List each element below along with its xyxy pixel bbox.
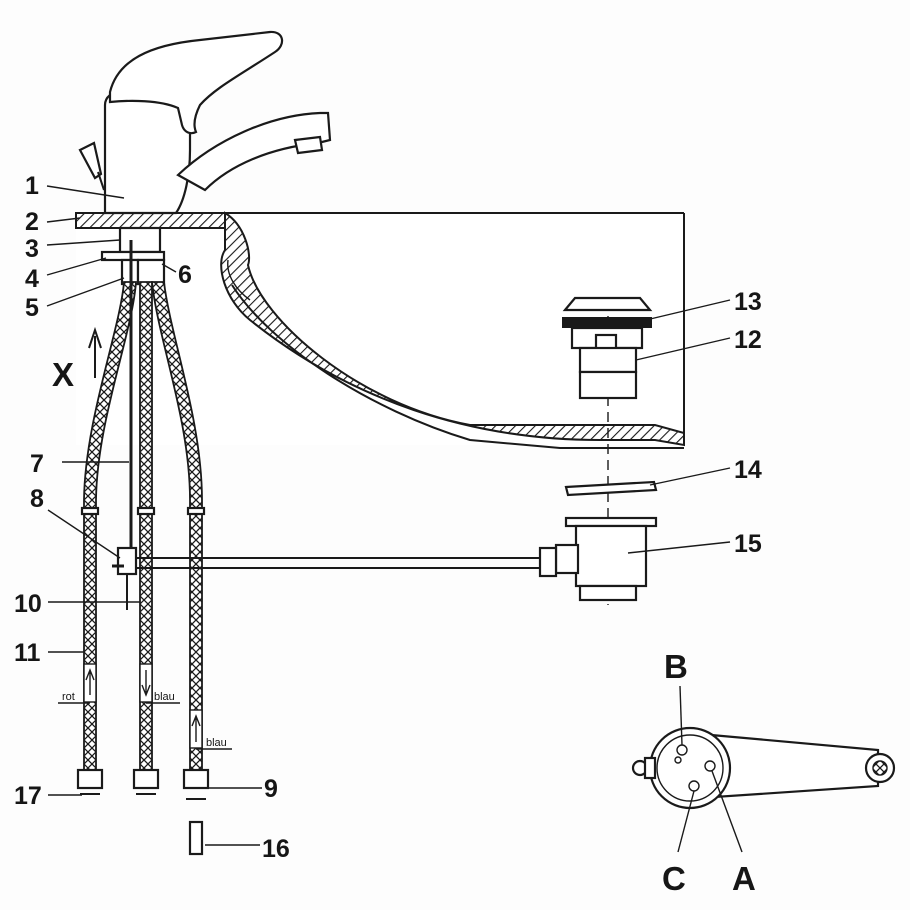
aerator — [293, 135, 324, 155]
part-label-8: 8 — [30, 485, 44, 513]
tap-body — [103, 90, 192, 215]
part-label-16: 16 — [262, 835, 290, 863]
part-label-1: 1 — [25, 172, 39, 200]
part-label-7: 7 — [30, 450, 44, 478]
part-label-11: 11 — [14, 639, 41, 667]
part-label-10: 10 — [14, 590, 42, 618]
drain-assembly — [538, 296, 658, 605]
hose-label-left: rot — [62, 691, 75, 703]
mounting-plate — [100, 250, 166, 262]
plug-seal — [562, 317, 652, 328]
drain-body — [574, 524, 648, 588]
hose-left — [83, 281, 137, 771]
mixer-tap — [78, 30, 332, 215]
part-labels: 1 2 3 4 5 6 7 8 9 10 11 12 13 14 15 16 1… — [14, 172, 762, 897]
leader-lines — [46, 185, 731, 856]
connection-nut — [182, 768, 210, 790]
part-label-14: 14 — [734, 456, 762, 484]
part-label-15: 15 — [734, 530, 762, 558]
rod-clamp — [116, 546, 138, 576]
part-label-6: 6 — [178, 261, 192, 289]
flow-arrow-down-icon — [141, 670, 151, 697]
cartridge-detail — [631, 685, 896, 853]
drain-plug-cap — [562, 296, 653, 312]
detail-label-c: C — [662, 860, 686, 897]
part-label-13: 13 — [734, 288, 762, 316]
hoses — [76, 281, 210, 800]
direction-label: X — [52, 356, 74, 393]
connection-nut — [132, 768, 160, 790]
threaded-stud — [136, 258, 166, 286]
detail-label-b: B — [664, 648, 688, 685]
popup-knob — [78, 141, 103, 180]
part-label-5: 5 — [25, 294, 39, 322]
part-label-9: 9 — [264, 775, 278, 803]
flow-arrow-up-icon — [85, 668, 95, 695]
part-label-17: 17 — [14, 782, 42, 810]
lever-handle — [108, 30, 284, 135]
flow-arrow-up-icon — [191, 714, 201, 742]
detail-label-a: A — [732, 860, 756, 897]
hose-label-right: blau — [206, 737, 227, 749]
spout — [176, 111, 332, 192]
part-label-4: 4 — [25, 265, 39, 293]
screw — [188, 820, 204, 856]
pivot-nut — [538, 546, 558, 578]
part-label-3: 3 — [25, 235, 39, 263]
mounting-hardware — [100, 226, 166, 286]
gasket — [564, 480, 658, 497]
direction-arrow-up-icon — [88, 326, 102, 378]
hose-label-middle: blau — [154, 691, 175, 703]
connection-nut — [76, 768, 104, 790]
popup-linkage — [112, 240, 540, 610]
part-label-2: 2 — [25, 208, 39, 236]
part-label-12: 12 — [734, 326, 762, 354]
